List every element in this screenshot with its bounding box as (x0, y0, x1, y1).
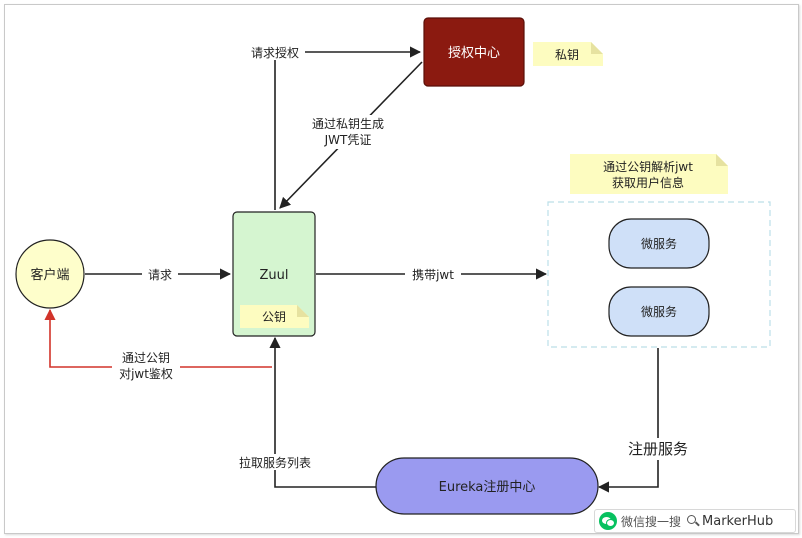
auth-center-label: 授权中心 (448, 45, 500, 61)
microservice-2-label: 微服务 (641, 304, 677, 319)
label-pull-service-list: 拉取服务列表 (239, 455, 311, 470)
label-request: 请求 (148, 268, 172, 282)
zuul-label: Zuul (260, 268, 289, 283)
watermark-brand: MarkerHub (702, 513, 774, 529)
wechat-search-watermark: 微信搜一搜 MarkerHub (594, 509, 796, 533)
label-public-key-auth-line1: 通过公钥 (122, 351, 170, 365)
edge-register-service (597, 348, 659, 493)
auth-center-node: 授权中心 (423, 17, 525, 87)
label-carry-jwt: 携带jwt (412, 267, 454, 282)
edge-pull-service-list (269, 336, 376, 488)
parse-note-line1: 通过公钥解析jwt (603, 160, 693, 174)
zuul-node: Zuul 公钥 (232, 211, 316, 337)
microservice-1-label: 微服务 (641, 236, 677, 251)
label-register-service: 注册服务 (628, 440, 688, 458)
eureka-node: Eureka注册中心 (375, 457, 599, 515)
private-key-label: 私钥 (555, 48, 579, 62)
label-public-key-auth-line2: 对jwt鉴权 (119, 367, 173, 381)
microservice-node-2: 微服务 (608, 286, 710, 337)
watermark-text: 微信搜一搜 (621, 514, 682, 529)
parse-note-line2: 获取用户信息 (612, 175, 684, 190)
microservice-group (547, 201, 771, 348)
eureka-label: Eureka注册中心 (439, 480, 536, 495)
search-icon (687, 515, 699, 527)
label-private-key-gen-line1: 通过私钥生成 (312, 117, 384, 131)
client-node: 客户端 (15, 239, 85, 309)
public-key-label: 公钥 (262, 310, 286, 324)
label-private-key-gen-line2: JWT凭证 (324, 132, 372, 147)
edge-public-key-auth (44, 308, 272, 368)
label-request-auth: 请求授权 (251, 45, 299, 60)
private-key-note: 私钥 (533, 42, 603, 66)
parse-jwt-note: 通过公钥解析jwt 获取用户信息 (570, 154, 728, 194)
client-label: 客户端 (30, 267, 69, 283)
wechat-icon (599, 512, 617, 530)
microservice-node-1: 微服务 (608, 218, 710, 269)
